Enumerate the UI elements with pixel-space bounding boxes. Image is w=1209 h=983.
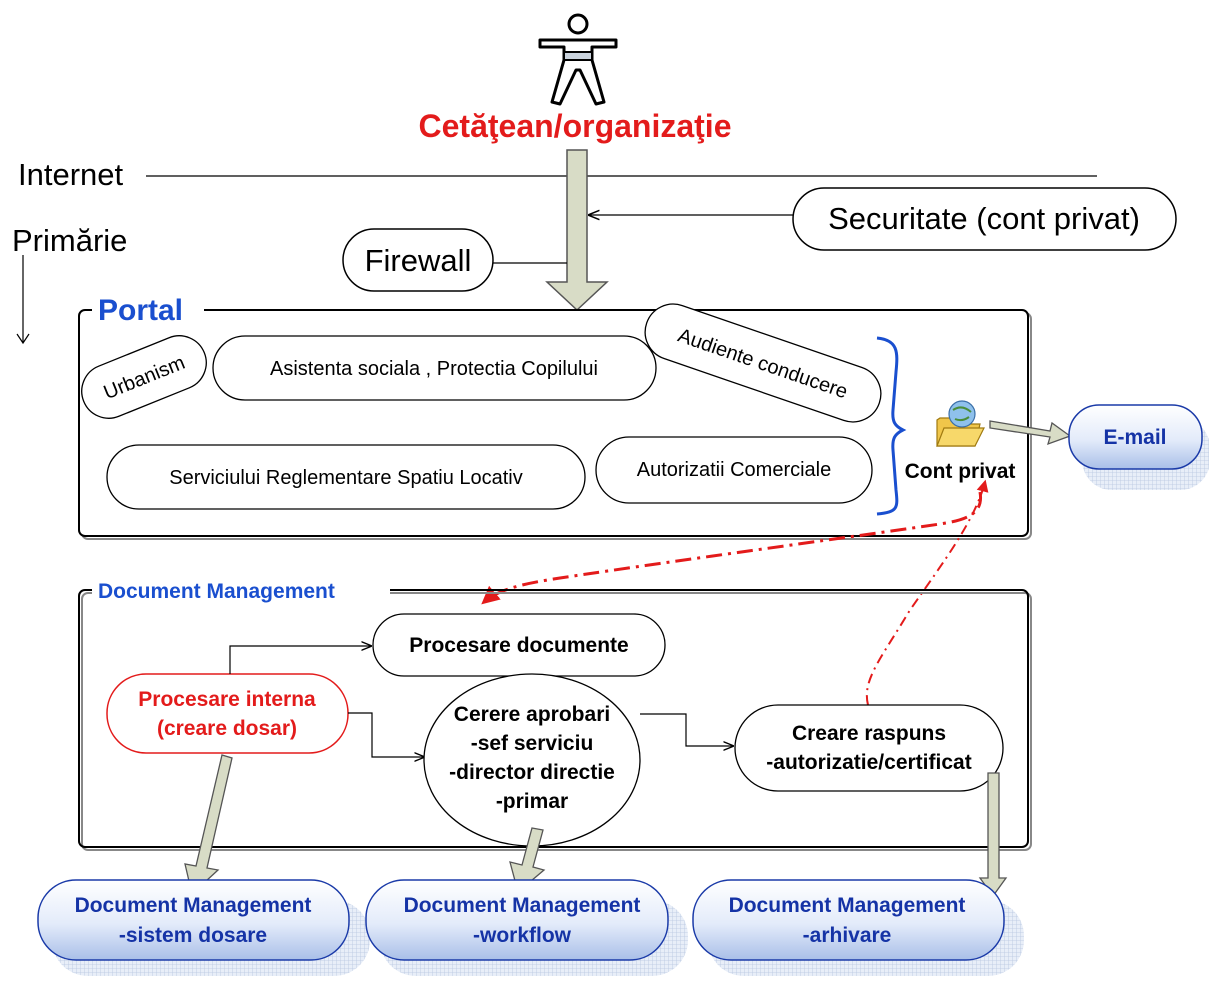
svg-text:Asistenta sociala , Protectia: Asistenta sociala , Protectia Copilului — [270, 358, 598, 380]
procesare-interna-line2: (creare dosar) — [157, 717, 297, 740]
output-workflow[interactable]: Document Management -workflow — [365, 879, 688, 976]
firewall-box — [342, 228, 494, 292]
creare-line1: Creare raspuns — [792, 722, 946, 745]
service-autorizatii-comerciale[interactable]: Autorizatii Comerciale — [595, 436, 873, 504]
creare-line2: -autorizatie/certificat — [766, 751, 971, 774]
cerere-to-creare-connector — [640, 713, 733, 746]
interna-to-documente-connector — [229, 646, 371, 674]
procesare-interna-box[interactable] — [106, 673, 349, 754]
output-3-line1: Document Management — [729, 894, 966, 917]
email-arrow — [989, 420, 1072, 446]
svg-text:Serviciului Reglementare Spati: Serviciului Reglementare Spatiu Locativ — [169, 467, 523, 489]
procesare-documente-label: Procesare documente — [409, 634, 628, 657]
cerere-line3: -director directie — [449, 761, 615, 784]
raspuns-to-cont-link — [865, 479, 989, 706]
dm-frame — [78, 589, 1029, 848]
creare-raspuns-box[interactable] — [734, 704, 1004, 792]
main-entry-arrow — [545, 149, 609, 312]
email-label: E-mail — [1103, 426, 1166, 449]
output-arhivare[interactable]: Document Management -arhivare — [692, 879, 1024, 976]
services-brace — [876, 336, 907, 516]
service-spatiu-locativ[interactable]: Serviciului Reglementare Spatiu Locativ — [106, 444, 586, 510]
svg-text:Autorizatii Comerciale: Autorizatii Comerciale — [637, 459, 832, 481]
cont-privat-icon — [936, 400, 985, 447]
arrow-to-arhivare — [978, 772, 1008, 898]
output-2-line1: Document Management — [404, 894, 641, 917]
portal-title: Portal — [98, 294, 183, 327]
cerere-line4: -primar — [496, 790, 568, 813]
cerere-aprobari-box[interactable] — [423, 673, 641, 847]
output-3-line2: -arhivare — [803, 924, 892, 947]
cerere-line2: -sef serviciu — [471, 732, 594, 755]
email-box[interactable] — [1068, 404, 1203, 470]
interna-to-cerere-connector — [348, 712, 424, 757]
person-icon — [538, 13, 618, 106]
service-asistenta-sociala[interactable]: Asistenta sociala , Protectia Copilului — [212, 335, 657, 401]
dm-title: Document Management — [98, 580, 335, 603]
cerere-line1: Cerere aprobari — [454, 703, 610, 726]
firewall-label: Firewall — [365, 243, 472, 278]
internet-label: Internet — [18, 157, 124, 192]
output-1-line1: Document Management — [75, 894, 312, 917]
arrow-to-sistem-dosare — [184, 754, 233, 896]
security-box — [792, 187, 1177, 251]
dm-frame-shadow — [81, 592, 1032, 851]
output-1-line2: -sistem dosare — [119, 924, 267, 947]
output-sistem-dosare[interactable]: Document Management -sistem dosare — [37, 879, 370, 976]
actor-label: Cetăţean/organizaţie — [419, 108, 732, 144]
cont-to-procesare-link — [481, 491, 983, 605]
primarie-label: Primărie — [12, 223, 127, 258]
procesare-interna-line1: Procesare interna — [138, 688, 316, 711]
cont-privat-label: Cont privat — [905, 460, 1016, 483]
output-2-line2: -workflow — [473, 924, 572, 947]
security-label: Securitate (cont privat) — [828, 201, 1140, 236]
